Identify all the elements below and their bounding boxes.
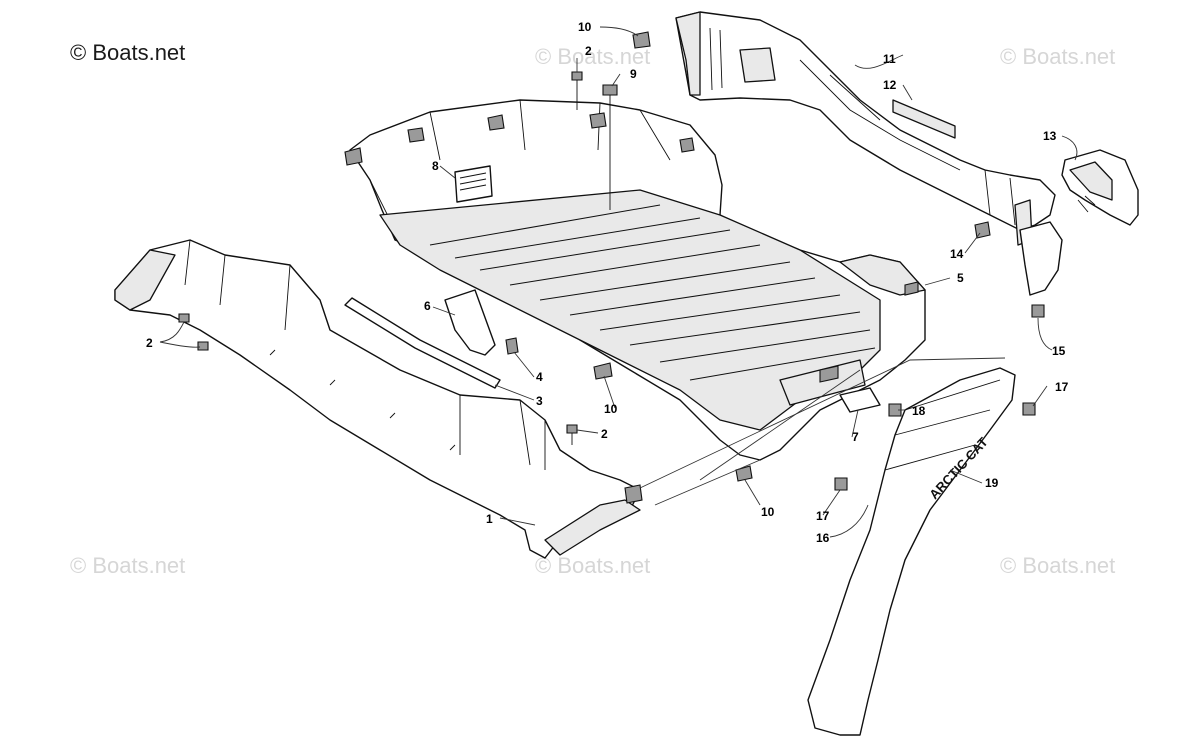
part-10-clip[interactable] bbox=[593, 362, 613, 380]
leader-lines bbox=[159, 26, 1078, 538]
part-7-cover[interactable] bbox=[839, 387, 881, 413]
part-11-right-rail[interactable] bbox=[675, 11, 1056, 246]
part-6-pad[interactable] bbox=[444, 289, 496, 356]
callout-15: 15 bbox=[1052, 344, 1066, 358]
callout-4: 4 bbox=[536, 370, 543, 384]
part-2-bolt[interactable] bbox=[178, 313, 190, 323]
callout-1: 1 bbox=[486, 512, 493, 526]
callout-16: 16 bbox=[816, 531, 830, 545]
callout-labels: 10 2 9 11 12 13 8 14 5 6 2 15 4 17 3 10 … bbox=[146, 20, 1069, 545]
part-8-warning-label[interactable] bbox=[454, 165, 493, 203]
callout-14: 14 bbox=[950, 247, 964, 261]
callout-7: 7 bbox=[852, 430, 859, 444]
callout-17: 17 bbox=[1055, 380, 1069, 394]
callout-9: 9 bbox=[630, 67, 637, 81]
watermark: © Boats.net bbox=[1000, 44, 1116, 69]
callout-10: 10 bbox=[604, 402, 618, 416]
part-18-fastener[interactable] bbox=[888, 403, 902, 417]
part-rail-end-bracket[interactable] bbox=[1019, 221, 1063, 296]
watermark: © Boats.net bbox=[535, 44, 651, 69]
part-10-clip[interactable] bbox=[735, 465, 753, 482]
part-17-rivet[interactable] bbox=[834, 477, 848, 491]
callout-8: 8 bbox=[432, 159, 439, 173]
callout-13: 13 bbox=[1043, 129, 1057, 143]
callout-10: 10 bbox=[578, 20, 592, 34]
part-15-screw[interactable] bbox=[1031, 304, 1045, 318]
callout-19: 19 bbox=[985, 476, 999, 490]
callout-18: 18 bbox=[912, 404, 926, 418]
watermark: © Boats.net bbox=[70, 553, 186, 578]
callout-17: 17 bbox=[816, 509, 830, 523]
callout-5: 5 bbox=[957, 271, 964, 285]
part-3-rod[interactable] bbox=[344, 297, 501, 389]
part-13-taillight[interactable] bbox=[1061, 149, 1139, 226]
part-19-side-panel[interactable]: ARCTIC CAT bbox=[807, 367, 1016, 736]
callout-3: 3 bbox=[536, 394, 543, 408]
part-1-left-rail[interactable] bbox=[114, 239, 643, 559]
callout-2: 2 bbox=[601, 427, 608, 441]
watermark: © Boats.net bbox=[535, 553, 651, 578]
part-14-nut[interactable] bbox=[974, 221, 991, 239]
callout-6: 6 bbox=[424, 299, 431, 313]
part-5-cargo-box[interactable] bbox=[344, 99, 926, 461]
part-12-decal[interactable] bbox=[892, 99, 956, 139]
part-2-bolt[interactable] bbox=[566, 424, 578, 445]
callout-10: 10 bbox=[761, 505, 775, 519]
part-2-bolt[interactable] bbox=[571, 71, 583, 110]
part-2-bolt[interactable] bbox=[197, 341, 209, 351]
callout-12: 12 bbox=[883, 78, 897, 92]
watermark: © Boats.net bbox=[1000, 553, 1116, 578]
callout-11: 11 bbox=[883, 52, 896, 66]
part-4-screw[interactable] bbox=[505, 337, 519, 355]
callout-2: 2 bbox=[585, 44, 592, 58]
callout-2: 2 bbox=[146, 336, 153, 350]
copyright-notice: © Boats.net bbox=[70, 40, 186, 65]
part-17-rivet[interactable] bbox=[1022, 402, 1036, 416]
